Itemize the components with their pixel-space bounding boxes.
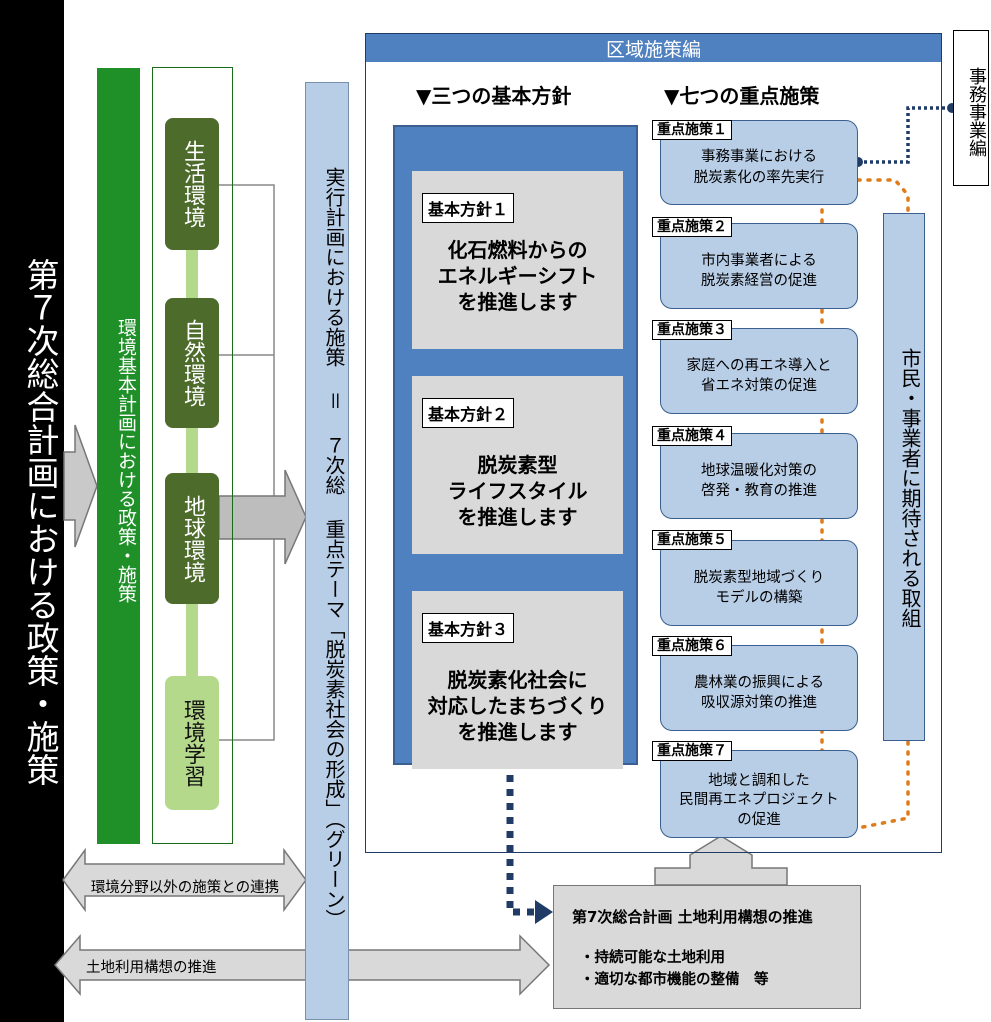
policy-line: 脱炭素化社会に — [447, 668, 588, 692]
policy-line: 脱炭素型 — [477, 453, 558, 477]
arrow-land-to-region — [654, 835, 788, 886]
measure-tag-1: 重点施策１ — [652, 120, 732, 140]
policies-heading: ▼三つの基本方針 — [416, 84, 572, 108]
citizen-column — [883, 213, 925, 741]
env-item-global: 地球環境 — [165, 473, 219, 604]
office-box-label: 事務事業編 — [966, 67, 987, 157]
env-link-2 — [186, 428, 198, 473]
policy-line: ライフスタイル — [447, 479, 588, 503]
env-item-learning: 環境学習 — [165, 676, 219, 810]
policy-line: 対応したまちづくり — [427, 694, 608, 718]
measure-line: 地域と調和した — [708, 772, 810, 789]
orange-dotted-from-citizen — [856, 740, 910, 830]
policy-line: エネルギーシフト — [437, 264, 598, 288]
policy-body: 脱炭素化社会に 対応したまちづくり を推進します — [412, 667, 623, 745]
green-column-label: 環境基本計画における政策・施策 — [115, 317, 137, 603]
measure-line: の促進 — [737, 811, 781, 828]
measure-line: 地球温暖化対策の — [701, 462, 817, 479]
land-use-arrow-label: 土地利用構想の推進 — [86, 960, 217, 976]
env-item-nature: 自然環境 — [165, 298, 219, 428]
region-title: 区域施策編 — [366, 34, 941, 62]
land-use-item: ・持続可能な土地利用 — [580, 950, 725, 966]
measure-tag-4: 重点施策４ — [652, 426, 732, 446]
office-box — [953, 30, 989, 186]
left-column — [0, 0, 64, 1022]
green-column — [97, 68, 140, 844]
measure-line: 民間再エネプロジェクト — [679, 792, 839, 809]
dotted-measure1-to-office — [858, 106, 950, 164]
dotted-arrow-head — [535, 900, 553, 924]
env-link-1 — [186, 250, 198, 298]
env-link-3 — [186, 604, 198, 676]
policy-line: を推進します — [457, 720, 578, 744]
measure-tag-3: 重点施策３ — [652, 320, 732, 340]
plan-column — [305, 82, 349, 1020]
measure-box-6: 農林業の振興による吸収源対策の推進 — [660, 645, 858, 731]
measure-line: モデルの構築 — [715, 590, 803, 606]
measure-box-4: 地球温暖化対策の啓発・教育の推進 — [660, 433, 858, 519]
measure-box-7: 地域と調和した民間再エネプロジェクトの促進 — [660, 750, 858, 838]
policy-body: 化石燃料からの エネルギーシフト を推進します — [412, 237, 623, 315]
policy-line: 化石燃料からの — [447, 238, 588, 262]
measure-box-3: 家庭への再エネ導入と省エネ対策の促進 — [660, 328, 858, 414]
policy-card-2: 基本方針２ 脱炭素型 ライフスタイル を推進します — [412, 376, 623, 554]
land-use-title: 第7次総合計画 土地利用構想の推進 — [572, 908, 813, 926]
measure-line: 市内事業者による — [701, 252, 817, 269]
measure-line: 事務事業における — [701, 149, 817, 166]
dotted-arrow-policy-to-land — [506, 775, 535, 916]
land-use-item: ・適切な都市機能の整備 等 — [580, 972, 769, 988]
policy-body: 脱炭素型 ライフスタイル を推進します — [412, 452, 623, 530]
bracket-line — [219, 184, 275, 741]
env-link-arrow-label: 環境分野以外の施策との連携 — [90, 880, 280, 896]
policy-line: を推進します — [457, 290, 578, 314]
environment-box — [152, 67, 233, 844]
land-use-box: 第7次総合計画 土地利用構想の推進 ・持続可能な土地利用 ・適切な都市機能の整備… — [553, 885, 861, 1009]
measure-line: 脱炭素経営の促進 — [701, 273, 817, 289]
plan-column-label: 実行計画における施策 ＝ ７次総 重点テーマ「脱炭素社会の形成」（グリーン） — [322, 167, 346, 929]
measure-box-2: 市内事業者による脱炭素経営の促進 — [660, 223, 858, 309]
region-box — [365, 33, 942, 853]
measure-line: 省エネ対策の促進 — [701, 378, 817, 394]
measure-line: 脱炭素化の率先実行 — [693, 169, 825, 186]
arrow-land-use — [54, 933, 551, 997]
measure-tag-5: 重点施策５ — [652, 530, 732, 550]
env-item-living: 生活環境 — [165, 118, 219, 250]
arrow-left-to-green — [63, 424, 98, 548]
measure-tag-7: 重点施策７ — [652, 741, 732, 761]
policy-tag: 基本方針２ — [422, 398, 515, 428]
arrow-env-to-plan — [218, 469, 307, 565]
orange-dotted-to-citizen — [856, 178, 910, 215]
measure-line: 吸収源対策の推進 — [700, 695, 817, 711]
policy-card-3: 基本方針３ 脱炭素化社会に 対応したまちづくり を推進します — [412, 591, 623, 769]
measure-box-5: 脱炭素型地域づくりモデルの構築 — [660, 540, 858, 626]
policy-line: を推進します — [457, 505, 578, 529]
measure-line: 脱炭素型地域づくり — [693, 569, 825, 586]
policy-tag: 基本方針３ — [422, 613, 515, 643]
measure-line: 啓発・教育の推進 — [701, 483, 817, 499]
citizen-column-label: 市民・事業者に期待される取組 — [898, 348, 922, 628]
policy-tag: 基本方針１ — [422, 193, 515, 223]
measure-line: 農林業の振興による — [693, 674, 825, 691]
measure-line: 家庭への再エネ導入と — [686, 357, 832, 374]
measures-heading: ▼七つの重点施策 — [664, 84, 820, 108]
measure-tag-2: 重点施策２ — [652, 217, 732, 237]
measure-tag-6: 重点施策６ — [652, 636, 732, 656]
policy-card-1: 基本方針１ 化石燃料からの エネルギーシフト を推進します — [412, 171, 623, 349]
left-column-label: 第７次総合計画における政策・施策 — [21, 258, 60, 786]
